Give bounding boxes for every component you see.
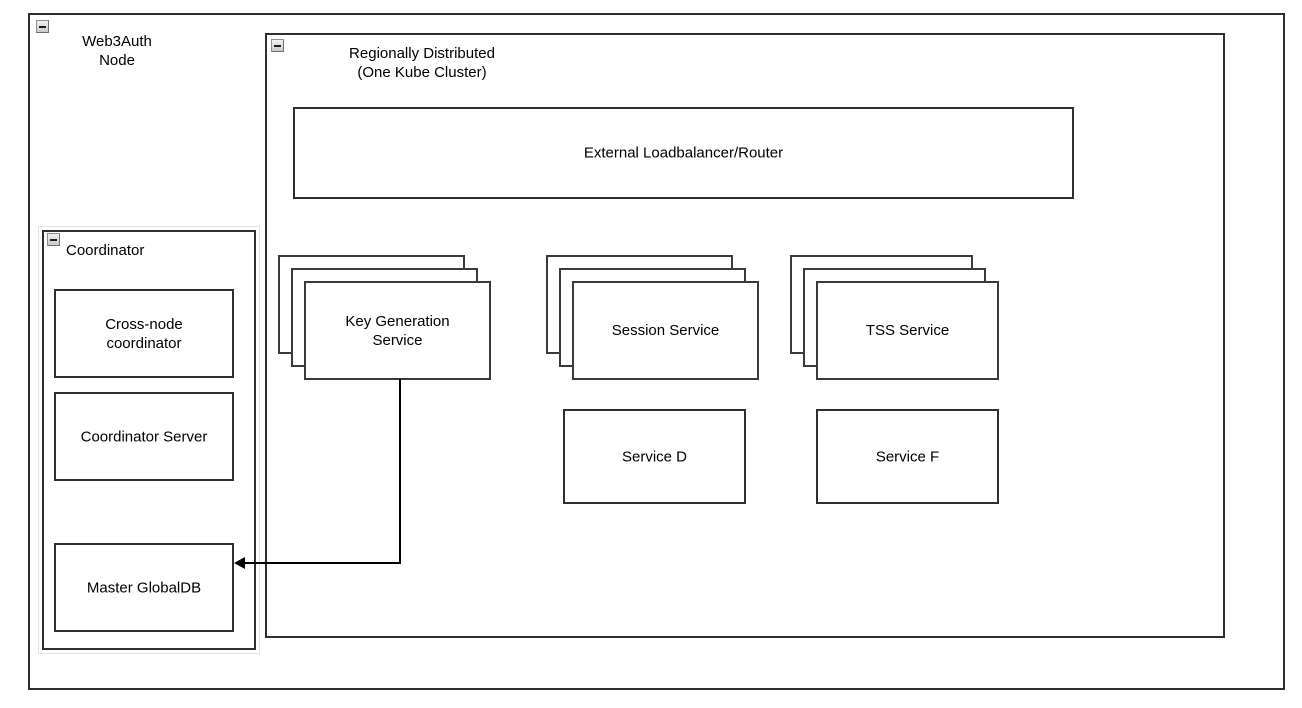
box-label-master-globaldb: Master GlobalDB [86,579,202,596]
box-coordinator-server[interactable]: Coordinator Server [54,392,234,481]
connector-keygen-to-globaldb-vertical [399,379,401,564]
container-title-regionally-distributed: Regionally Distributed (One Kube Cluster… [349,45,495,81]
stack-layer-front[interactable] [304,281,491,380]
box-label-service-f: Service F [875,448,940,465]
box-label-cross-node-coordinator: Cross-node coordinator [105,315,183,352]
collapse-minus-icon-coordinator[interactable] [47,233,60,246]
box-cross-node-coordinator[interactable]: Cross-node coordinator [54,289,234,378]
box-external-loadbalancer[interactable]: External Loadbalancer/Router [293,107,1074,199]
stack-key-generation-service[interactable]: Key Generation Service [278,255,491,380]
connector-keygen-to-globaldb-horizontal [244,562,401,564]
box-label-external-loadbalancer: External Loadbalancer/Router [583,144,784,162]
collapse-minus-icon-regionally-distributed[interactable] [271,39,284,52]
box-master-globaldb[interactable]: Master GlobalDB [54,543,234,632]
box-label-coordinator-server: Coordinator Server [80,428,208,445]
stack-layer-front[interactable] [816,281,999,380]
stack-tss-service[interactable]: TSS Service [790,255,1003,380]
collapse-minus-icon-web3auth-node[interactable] [36,20,49,33]
container-title-coordinator: Coordinator [66,242,145,259]
container-title-web3auth-node: Web3Auth Node [82,33,152,69]
box-service-d[interactable]: Service D [563,409,746,504]
stack-layer-front[interactable] [572,281,759,380]
box-label-service-d: Service D [621,448,688,465]
box-service-f[interactable]: Service F [816,409,999,504]
stack-session-service[interactable]: Session Service [546,255,759,380]
connector-arrowhead-globaldb [234,557,245,569]
